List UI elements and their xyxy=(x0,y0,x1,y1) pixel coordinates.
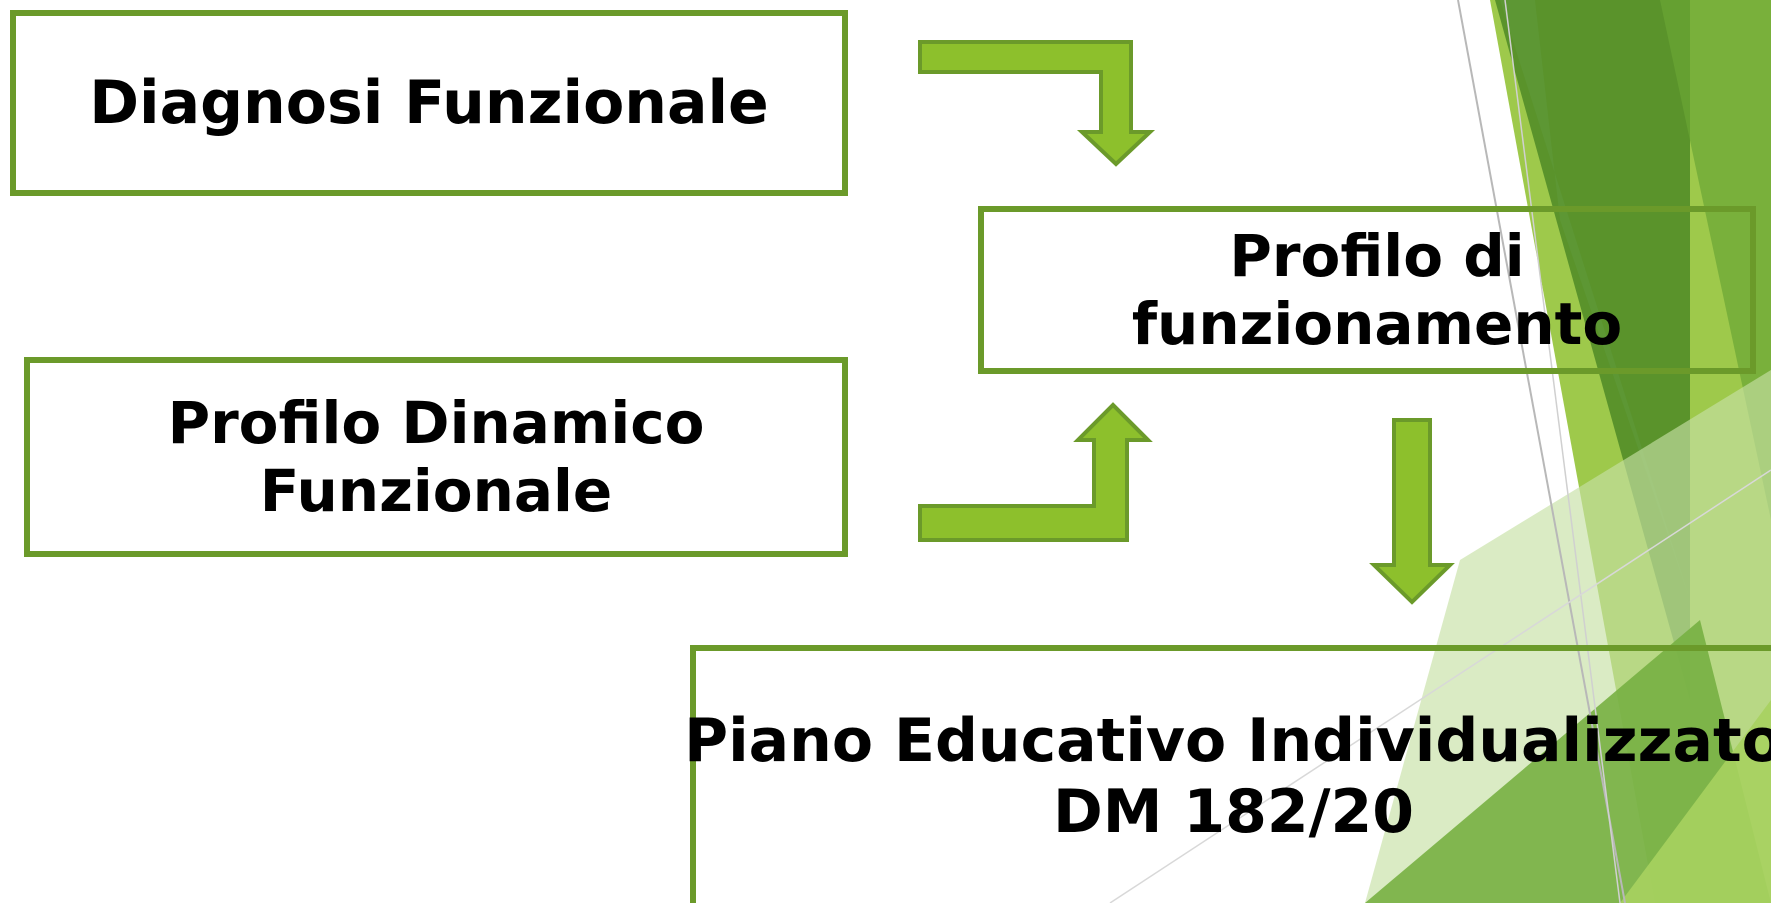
node-profilo-di-funzionamento: Profilo di funzionamento xyxy=(978,206,1756,374)
bent-arrow-up-icon xyxy=(918,402,1153,542)
node-label-line: Profilo Dinamico xyxy=(167,388,705,457)
node-label-line: funzionamento xyxy=(1131,290,1623,358)
node-diagnosi-funzionale: Diagnosi Funzionale xyxy=(10,10,848,196)
bent-arrow-down-icon xyxy=(918,40,1156,167)
node-label-line: DM 182/20 xyxy=(1052,777,1415,847)
node-piano-educativo-individualizzato: Piano Educativo Individualizzato DM 182/… xyxy=(684,645,1771,903)
node-label-line: Profilo di xyxy=(1229,221,1525,290)
node-label-line: Funzionale xyxy=(259,457,613,525)
node-label-line: Diagnosi Funzionale xyxy=(89,67,769,138)
node-profilo-dinamico-funzionale: Profilo Dinamico Funzionale xyxy=(24,357,848,557)
arrow-down-icon xyxy=(1369,418,1455,605)
node-label-line: Piano Educativo Individualizzato xyxy=(684,706,1771,777)
